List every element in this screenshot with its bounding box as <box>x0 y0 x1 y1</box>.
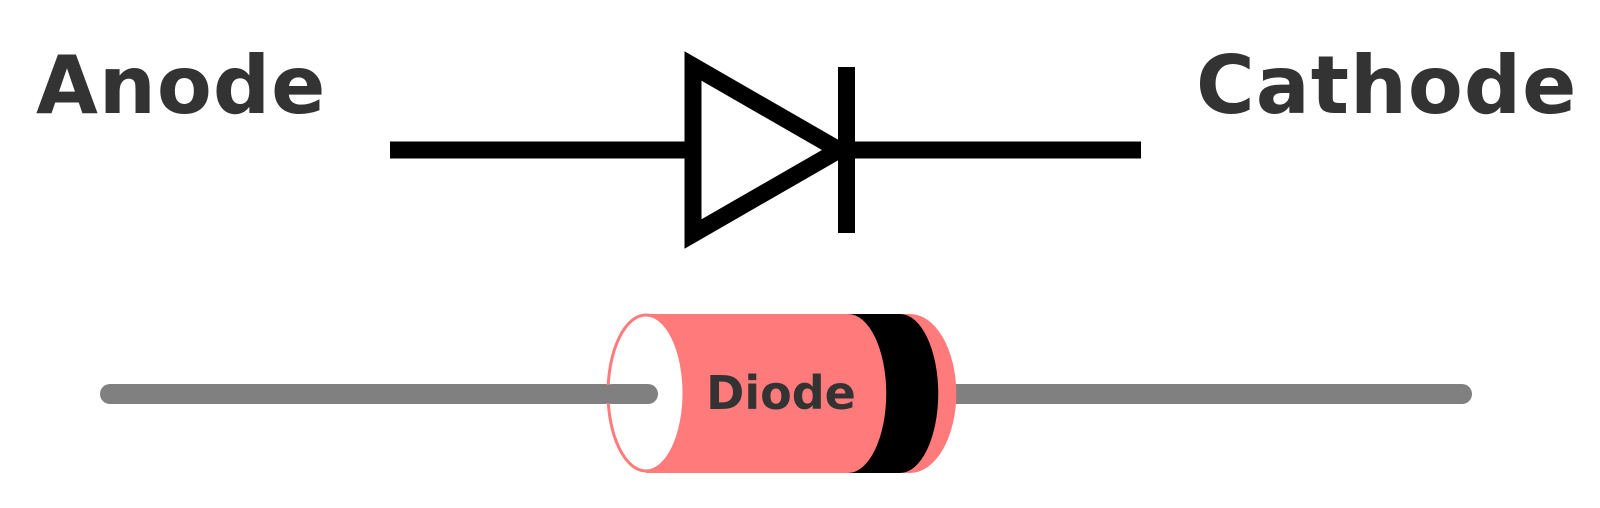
diode-body-label: Diode <box>706 366 856 420</box>
cathode-label: Cathode <box>1196 39 1578 132</box>
anode-label: Anode <box>36 39 327 132</box>
cathode-bar <box>838 67 855 233</box>
anode-triangle <box>684 51 857 249</box>
diode-body <box>646 314 887 473</box>
diode-component: Diode <box>100 313 1472 473</box>
diode-schematic-symbol <box>390 51 1141 249</box>
